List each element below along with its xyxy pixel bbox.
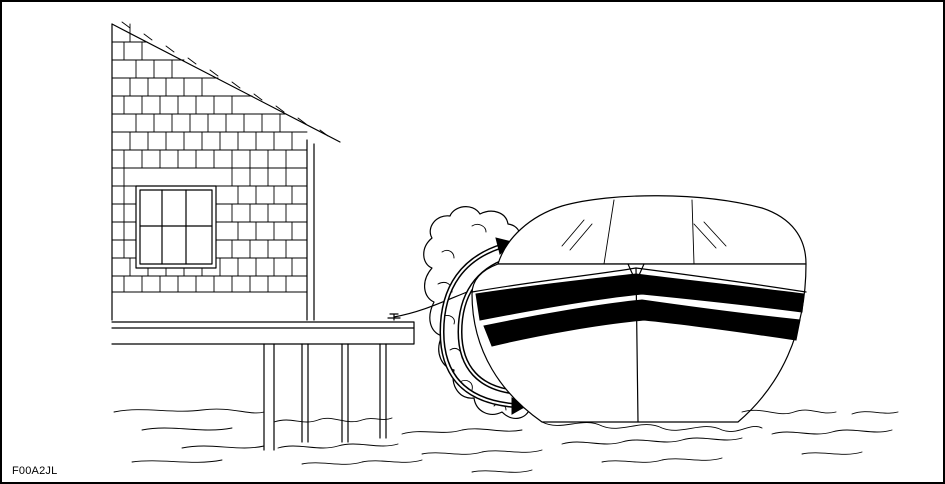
- house-shingles: [111, 23, 308, 293]
- bow-point: [627, 263, 645, 283]
- house-roof-line: [111, 23, 341, 143]
- boat-cabin-top: [497, 195, 807, 265]
- hull-stripe-upper: [475, 273, 805, 321]
- dock-deck: [111, 321, 415, 345]
- windshield-glare: [561, 219, 727, 251]
- exhaust-cloud: [423, 206, 534, 419]
- house-right-wall: [306, 139, 315, 321]
- house: [111, 21, 341, 321]
- boat-cabin-frames: [603, 199, 695, 265]
- dock-pilings: [263, 343, 387, 451]
- bow-stem: [635, 267, 639, 423]
- dock: [111, 289, 473, 451]
- hull-stripe-lower: [483, 299, 801, 347]
- water: [113, 408, 899, 473]
- house-window: [135, 185, 217, 269]
- roof-shingle-edge: [121, 21, 329, 137]
- boat: [471, 195, 807, 423]
- figure-id-label: F00A2JL: [12, 465, 58, 477]
